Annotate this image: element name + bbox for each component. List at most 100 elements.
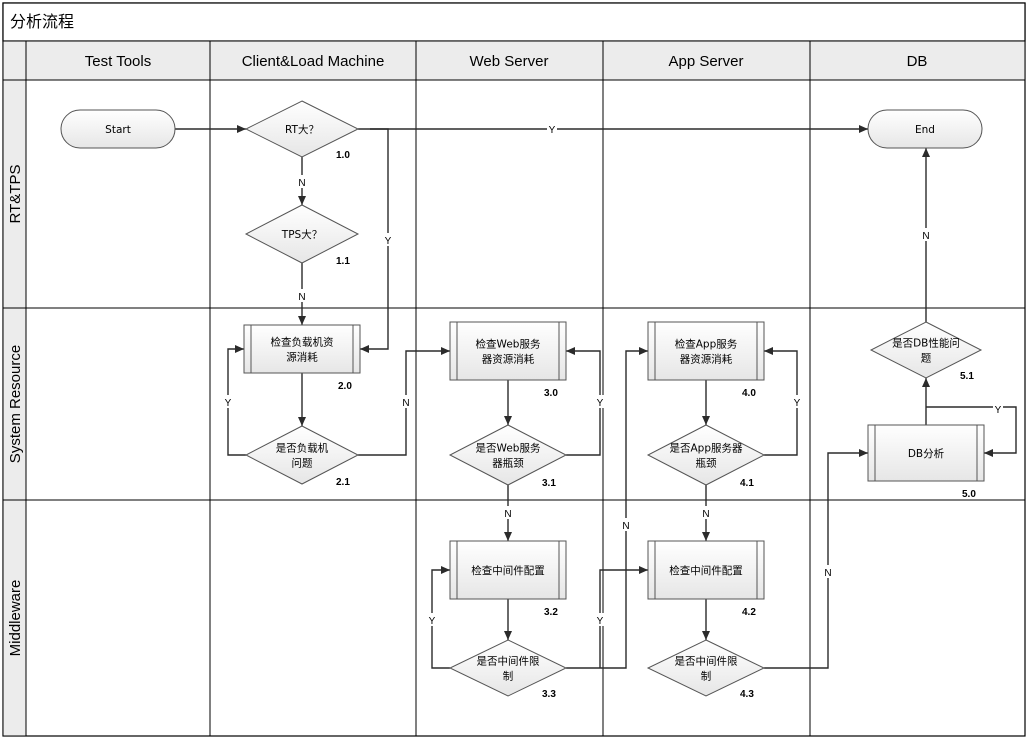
terminator-start: Start [60,109,176,149]
decision-n1-0: RT大？ 1.0 [244,100,360,161]
node-label-line: 题 [921,353,932,365]
node-label-line: 器资源消耗 [482,353,535,366]
node-number: 3.2 [544,607,558,618]
column-header-app-server: App Server [668,53,743,70]
node-label-line: RT大？ [285,123,319,136]
edge-label-text: N [504,509,511,520]
edge-label: Y [223,395,233,409]
swimlane-grid [3,41,1025,736]
edge-n4-3-to-n5-0 [764,449,868,669]
edge-label: Y [547,122,557,136]
diagram-title: 分析流程 [10,12,74,31]
node-label-line: End [915,124,935,136]
decision-n1-1: TPS大？1.1 [244,204,360,267]
lane-label-system-resource: System Resource [7,345,24,463]
column-header-db: DB [907,53,928,70]
edge-label: Y [993,402,1003,416]
node-label-line: Start [105,124,131,136]
node-number: 2.1 [336,477,350,488]
node-label-line: 瓶颈 [696,457,717,470]
edge-label-text: Y [794,398,801,409]
node-label-line: 器瓶颈 [492,457,524,470]
node-label-line: 检查中间件配置 [669,564,743,577]
node-number: 2.0 [338,381,352,392]
node-label-line: DB分析 [908,447,945,460]
node-label-line: 是否中间件限 [477,655,540,668]
column-header-test-tools: Test Tools [85,53,151,70]
edge-label-text: N [702,509,709,520]
lane-label-middleware: Middleware [7,580,24,657]
edge-label: N [401,395,411,409]
edge-labels-layer: Y N N Y Y N Y N Y N Y N Y N Y N [223,122,1003,627]
node-number: 3.1 [542,478,556,489]
node-label-line: 检查App服务 [675,338,738,351]
node-number: 5.0 [962,489,976,500]
node-number: 3.3 [542,689,556,700]
edge-label: N [823,565,833,579]
node-number: 4.0 [742,388,756,399]
edge-label-text: Y [225,398,232,409]
edge-label: Y [595,613,605,627]
edge-label: Y [792,395,802,409]
edge-label: N [701,506,711,520]
node-number: 4.2 [742,607,756,618]
node-label-line: 源消耗 [286,351,318,364]
edge-label-text: N [298,292,305,303]
edge-n4-3-to-n4-2 [599,566,648,668]
edge-label-text: N [922,231,929,242]
edge-label-text: Y [597,398,604,409]
node-label-line: 是否Web服务 [476,442,541,455]
node-number: 1.0 [336,150,350,161]
edge-label: N [297,175,307,189]
edge-label-text: N [402,398,409,409]
node-number: 4.3 [740,689,754,700]
edge-label-text: N [622,521,629,532]
edge-label-text: Y [429,616,436,627]
node-label-line: 检查中间件配置 [471,564,545,577]
edge-n5-1-to-n5-0 [926,406,1017,457]
edge-label-text: Y [597,616,604,627]
edge-label: N [621,518,631,532]
node-label-line: 检查负载机资 [271,336,334,349]
node-label-line: 问题 [292,457,313,470]
node-label-line: 检查Web服务 [476,338,541,351]
column-header-row [25,40,1026,81]
column-header-web-server: Web Server [470,53,549,70]
node-label-line: 器资源消耗 [680,353,733,366]
edge-label: Y [383,233,393,247]
node-label-line: 是否DB性能问 [892,337,960,350]
lane-label-rt-tps: RT&TPS [7,165,24,224]
node-label-line: 是否App服务器 [669,442,743,455]
header-corner [2,40,27,81]
edge-label: Y [595,395,605,409]
edge-label: N [297,289,307,303]
terminator-end: End [867,109,983,149]
edge-label: Y [427,613,437,627]
process-n4-2: 检查中间件配置 4.2 [647,540,765,618]
node-label-line: 是否中间件限 [675,655,738,668]
node-label-line: 是否负载机 [276,442,329,455]
node-number: 5.1 [960,371,974,382]
process-n5-0: DB分析 5.0 [867,424,985,500]
edge-label-text: Y [995,405,1002,416]
process-n3-2: 检查中间件配置 3.2 [449,540,567,618]
node-number: 1.1 [336,256,350,267]
edge-label-text: N [298,178,305,189]
edge-n3-3-to-n4-0 [566,347,648,669]
node-number: 4.1 [740,478,754,489]
title-bar [2,2,1026,42]
edge-label-text: N [824,568,831,579]
node-number: 3.0 [544,388,558,399]
edge-label: N [921,228,931,242]
column-header-client-load-machine: Client&Load Machine [242,53,385,70]
